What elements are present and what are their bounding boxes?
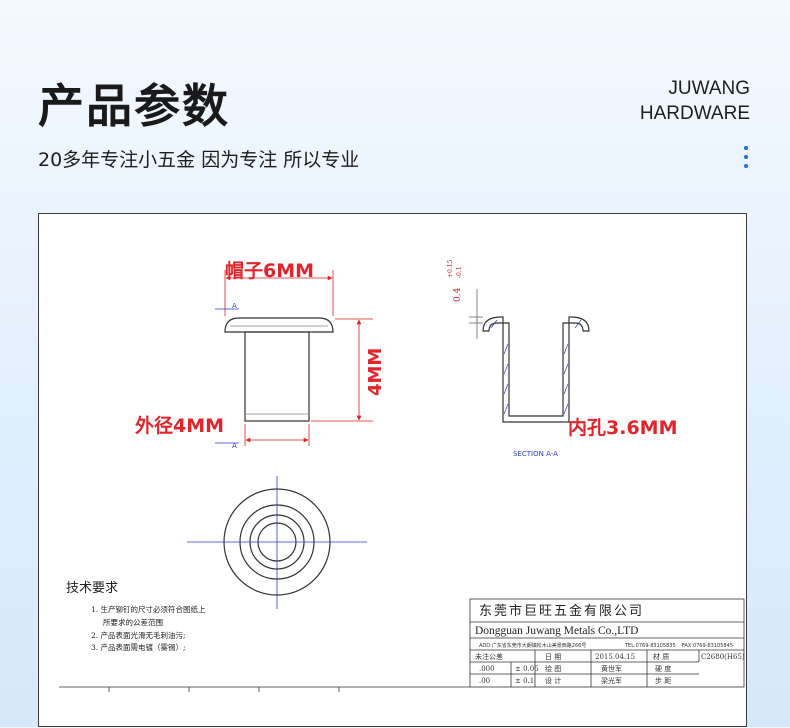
rivet-section-view	[469, 289, 590, 423]
outer-diameter-label: 外径4MM	[135, 414, 224, 437]
section-cut-marks	[215, 308, 239, 444]
inner-hole-label: 内孔3.6MM	[568, 416, 677, 439]
technical-drawing: A A 帽子6MM 4MM 外径4MM 0.4 +0.15 -0.1 内孔3.6…	[59, 259, 745, 692]
company-address: ADD:广东省东莞市大朗镇松木山美景西路266号	[479, 642, 586, 649]
cell-r3-c1: .00	[479, 677, 490, 685]
brand-logo: JUWANG HARDWARE	[640, 76, 750, 126]
rivet-side-view	[224, 317, 334, 422]
cap-diameter-label: 帽子6MM	[225, 259, 314, 282]
page-title: 产品参数	[38, 79, 230, 133]
bottom-rule	[59, 686, 470, 692]
tech-item-3: 3. 产品表面需电镀（雾锡）;	[91, 642, 186, 652]
brand-line2: HARDWARE	[639, 103, 750, 124]
cell-r1-c1: 未注公差	[475, 652, 503, 661]
cell-r1-c5: C2680(H65)	[701, 653, 745, 661]
section-hatching	[490, 319, 582, 415]
company-name-cn: 东莞市巨旺五金有限公司	[479, 603, 644, 619]
section-mark-top: A	[232, 302, 237, 310]
more-icon	[744, 146, 748, 173]
tech-heading: 技术要求	[66, 581, 118, 596]
company-name-en: Dongguan Juwang Metals Co.,LTD	[475, 625, 638, 637]
section-label: SECTION A-A	[513, 450, 558, 458]
company-tel: TEL:0769-83105835	[624, 643, 676, 649]
cell-r1-c4: 材 质	[653, 652, 669, 661]
tolerance-minus: -0.1	[456, 266, 463, 278]
brand-line1: JUWANG	[668, 78, 750, 99]
cell-r2-c4: 黄世军	[601, 664, 622, 673]
dimension-lines	[224, 270, 373, 446]
center-lines	[187, 476, 367, 609]
page-subtitle: 20多年专注小五金 因为专注 所以专业	[38, 149, 360, 171]
section-mark-bottom: A	[232, 442, 237, 450]
cell-r2-c3: 绘 图	[545, 664, 561, 673]
company-fax: FAX:0769-83105845	[682, 643, 733, 649]
cell-r2-c2: ± 0.05	[515, 665, 539, 673]
cell-r1-c3: 2015.04.15	[595, 653, 635, 661]
cell-r3-c5: 步 距	[655, 677, 671, 685]
tech-item-1b: 所要求的公差范围	[103, 617, 163, 627]
tolerance-plus: +0.15	[447, 259, 454, 278]
title-block	[469, 598, 745, 688]
cell-r2-c1: .000	[479, 665, 495, 673]
cell-r3-c3: 设 计	[545, 676, 561, 685]
cell-r3-c4: 梁光军	[601, 676, 622, 685]
cell-r2-c5: 硬 度	[655, 664, 671, 673]
tech-item-2: 2. 产品表面光滑无毛刺油污;	[91, 630, 186, 640]
thickness-tolerance: 0.4	[453, 287, 463, 302]
technical-drawing-sheet: A A 帽子6MM 4MM 外径4MM 0.4 +0.15 -0.1 内孔3.6…	[38, 213, 747, 727]
cell-r3-c2: ± 0.1	[515, 677, 534, 685]
tech-item-1: 1. 生产铆钉的尺寸必须符合图纸上	[91, 604, 206, 614]
cell-r1-c2: 日 期	[545, 653, 561, 661]
height-label: 4MM	[365, 348, 386, 396]
